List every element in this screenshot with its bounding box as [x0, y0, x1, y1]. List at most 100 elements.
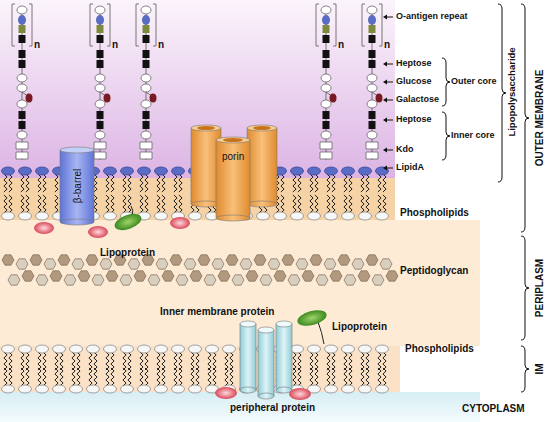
lipid-head: [376, 385, 389, 393]
peripheral-protein-blob: [215, 387, 237, 399]
lipid-head: [325, 167, 338, 175]
lipid-tail: [145, 352, 148, 370]
lipid-tail: [4, 368, 7, 386]
lipid-tail: [38, 195, 41, 213]
lipid-head: [138, 345, 151, 353]
lipid-tail: [140, 352, 143, 370]
sugar-symbol: [321, 131, 331, 139]
repeat-bracket: [379, 4, 382, 46]
lipid-tail: [55, 195, 58, 213]
peptidoglycan-unit: [324, 259, 336, 269]
lipid-head: [138, 385, 151, 393]
peptidoglycan-unit: [226, 255, 238, 265]
lipid-tail: [327, 195, 330, 213]
lipid-tail: [344, 174, 347, 192]
lipid-tail: [157, 174, 160, 192]
heptose-symbol: [19, 60, 26, 68]
sugar-symbol: [323, 25, 330, 33]
membrane-helix: [240, 321, 256, 327]
part-label: Outer core: [451, 77, 497, 87]
repeat-bracket: [29, 4, 32, 46]
lipid-tail: [43, 195, 46, 213]
repeat-count: n: [158, 39, 164, 50]
part-label: Inner core: [451, 131, 495, 141]
lipid-tail: [21, 368, 24, 386]
membrane-helix: [240, 387, 256, 393]
lipid-head: [325, 212, 338, 220]
sugar-symbol: [95, 74, 105, 82]
part-label: Lipoprotein: [100, 247, 155, 258]
lipid-tail: [378, 368, 381, 386]
lipid-tail: [128, 195, 131, 213]
lipid-tail: [26, 352, 29, 370]
lipid-head: [257, 212, 270, 220]
lipid-head: [121, 167, 134, 175]
lipid-tail: [344, 368, 347, 386]
lipid-tail: [349, 174, 352, 192]
lipid-head: [308, 345, 321, 353]
lipid-tail: [111, 174, 114, 192]
peptidoglycan-unit: [92, 275, 104, 285]
lipid-tail: [77, 368, 80, 386]
lipid-tail: [94, 352, 97, 370]
lipid-head: [325, 385, 338, 393]
arrow-head: [383, 98, 387, 103]
lipid-tail: [383, 368, 386, 386]
sugar-symbol: [367, 100, 377, 108]
arrow-head: [383, 148, 387, 153]
sugar-symbol: [19, 25, 26, 33]
lipid-tail: [378, 174, 381, 192]
sugar-symbol: [367, 84, 377, 92]
lipid-tail: [174, 195, 177, 213]
peptidoglycan-unit: [190, 271, 202, 281]
peptidoglycan-unit: [240, 259, 252, 269]
lipid-tail: [89, 368, 92, 386]
lipid-tail: [157, 368, 160, 386]
lipid-tail: [344, 195, 347, 213]
lipid-tail: [179, 174, 182, 192]
part-label: Heptose: [396, 115, 432, 125]
lipid-tail: [366, 352, 369, 370]
peptidoglycan-unit: [246, 271, 258, 281]
lipid-tail: [162, 352, 165, 370]
lipid-head: [155, 345, 168, 353]
sugar-symbol: [95, 131, 105, 139]
lipid-head: [291, 345, 304, 353]
repeat-bracket: [153, 4, 156, 46]
peptidoglycan-unit: [274, 271, 286, 281]
porin-shape: [247, 201, 277, 207]
porin-pore: [197, 126, 215, 130]
part-label: Phospholipids: [400, 207, 469, 218]
heptose-symbol: [369, 121, 376, 129]
lipid-tail: [145, 368, 148, 386]
lipid-tail: [361, 352, 364, 370]
lipid-tail: [213, 368, 216, 386]
lipid-head: [2, 212, 15, 220]
lipid-tail: [179, 352, 182, 370]
curly-bracket: [521, 236, 529, 340]
part-label: Peptidoglycan: [400, 265, 468, 276]
porin-shape: [247, 128, 277, 204]
lipid-tail: [106, 195, 109, 213]
lipid-tail: [128, 174, 131, 192]
lipid-tail: [111, 352, 114, 370]
peptidoglycan-unit: [330, 271, 342, 281]
lipid-head: [19, 167, 32, 175]
curly-bracket: [498, 4, 506, 182]
cytoplasm-region: [0, 392, 480, 422]
lipid-head: [104, 385, 117, 393]
repeat-count: n: [338, 39, 344, 50]
lipid-anchor: [318, 322, 324, 344]
peptidoglycan-unit: [2, 255, 14, 265]
membrane-helix: [258, 330, 274, 396]
sugar-symbol: [142, 15, 150, 25]
repeat-bracket: [136, 4, 139, 46]
lipid-tail: [315, 352, 318, 370]
protein-label: porin: [222, 151, 244, 162]
peptidoglycan-unit: [296, 259, 308, 269]
peptidoglycan-unit: [218, 271, 230, 281]
heptose-symbol: [369, 35, 376, 43]
lipid-tail: [179, 368, 182, 386]
sugar-symbol: [321, 100, 331, 108]
lipid-tail: [349, 195, 352, 213]
